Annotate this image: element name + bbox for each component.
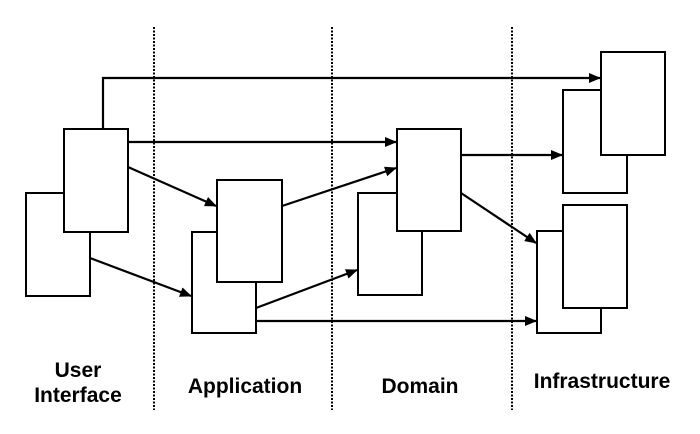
layer-label-line: Interface: [34, 384, 122, 407]
domain-component-box: [396, 128, 462, 232]
domain-box-stack: [357, 128, 462, 296]
infrastructure-component-box: [600, 51, 666, 156]
layer-label-infrastructure: Infrastructure: [512, 369, 692, 394]
application-box-stack: [191, 179, 283, 334]
layer-label-line: Infrastructure: [533, 370, 671, 393]
arrow-ui-to-app-front: [127, 165, 217, 208]
infrastructure-top-box-stack: [562, 51, 666, 194]
arrow-domain-to-infra-bottom: [460, 192, 537, 244]
arrow-ui-to-app-back: [89, 256, 192, 298]
infrastructure-component-box: [562, 204, 628, 309]
layer-label-user-interface: User Interface: [14, 358, 142, 408]
arrow-app-to-domain-front: [281, 166, 397, 208]
layer-label-application: Application: [165, 374, 325, 399]
layer-label-domain: Domain: [360, 374, 480, 399]
application-component-box: [216, 179, 283, 283]
infrastructure-bottom-box-stack: [536, 204, 628, 334]
layer-label-line: User: [54, 359, 102, 382]
arrow-app-to-domain-back: [255, 268, 358, 310]
ui-component-box: [63, 128, 129, 233]
ui-box-stack: [25, 128, 129, 297]
layer-label-line: Domain: [381, 375, 459, 398]
arrow-ui-to-infra-top: [101, 73, 601, 129]
layer-label-line: Application: [187, 375, 303, 398]
